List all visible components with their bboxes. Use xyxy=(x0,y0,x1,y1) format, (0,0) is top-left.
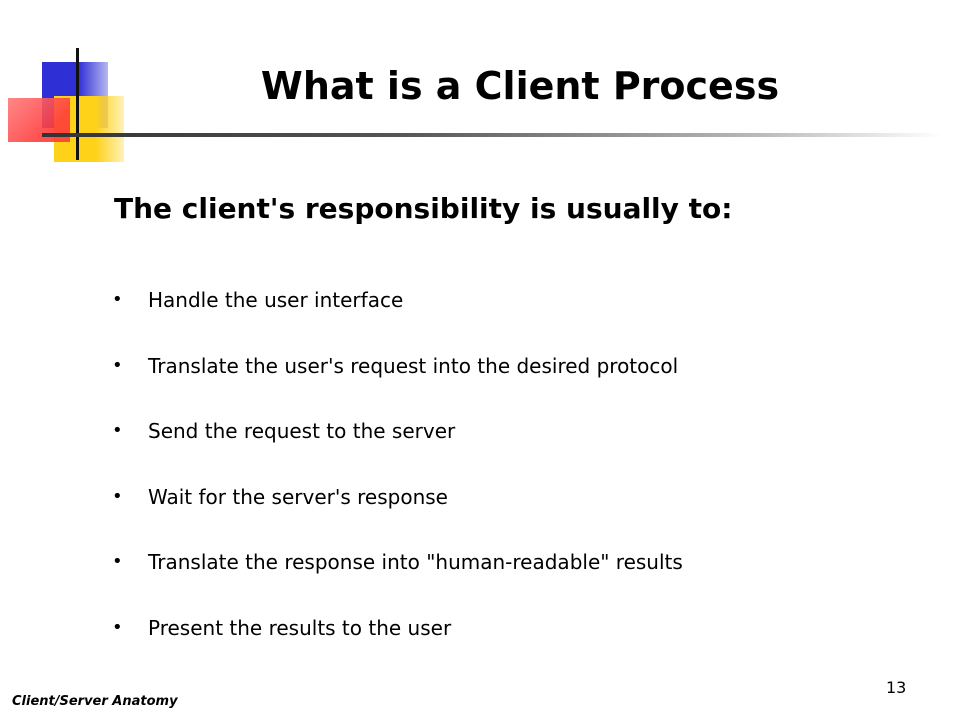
bullet-icon: • xyxy=(112,354,123,376)
bullet-icon: • xyxy=(112,616,123,638)
bullet-icon: • xyxy=(112,420,123,441)
bullet-text: Handle the user interface xyxy=(148,288,404,312)
bullet-text: Send the request to the server xyxy=(148,419,456,443)
bullet-icon: • xyxy=(112,289,123,310)
list-item: • Translate the response into "human-read… xyxy=(112,546,683,612)
bullet-text: Translate the response into "human-reada… xyxy=(148,550,683,574)
page-number: 13 xyxy=(886,678,907,697)
list-item: • Wait for the server's response xyxy=(112,481,683,547)
list-item: • Send the request to the server xyxy=(112,415,683,481)
bullet-text: Wait for the server's response xyxy=(148,484,448,509)
footer-label: Client/Server Anatomy xyxy=(12,694,178,709)
logo-vertical-line xyxy=(76,48,79,160)
slide-logo-graphic xyxy=(0,0,160,170)
bullet-icon: • xyxy=(112,485,123,507)
bullet-text: Present the results to the user xyxy=(148,615,452,640)
list-item: • Handle the user interface xyxy=(112,284,683,350)
slide-subtitle: The client's responsibility is usually t… xyxy=(114,192,733,225)
list-item: • Present the results to the user xyxy=(112,612,683,678)
slide-title: What is a Client Process xyxy=(260,64,780,108)
bullet-list: • Handle the user interface • Translate th… xyxy=(112,284,683,677)
list-item: • Translate the user's request into the d… xyxy=(112,350,683,416)
bullet-icon: • xyxy=(112,551,123,572)
title-underline xyxy=(42,133,942,137)
bullet-text: Translate the user's request into the de… xyxy=(148,353,679,378)
